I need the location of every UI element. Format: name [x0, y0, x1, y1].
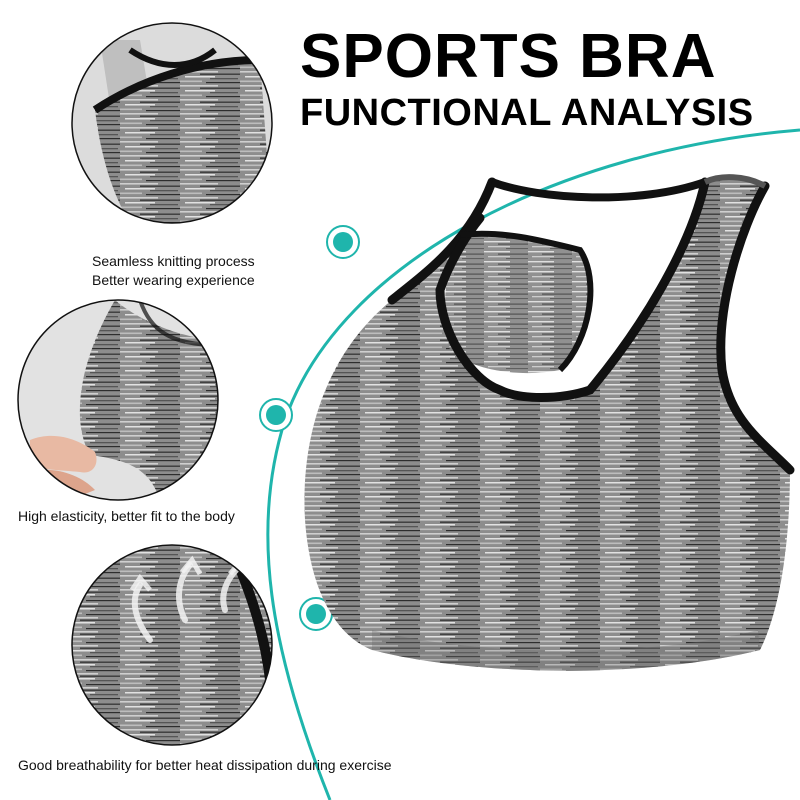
arc-marker-2 [259, 398, 293, 432]
title-line-2: FUNCTIONAL ANALYSIS [300, 92, 754, 134]
feature-text: Good breathability for better heat dissi… [18, 757, 392, 773]
detail-photo-breathability [71, 544, 273, 746]
title-line-1: SPORTS BRA [300, 22, 717, 91]
teal-arc [266, 128, 800, 800]
feature-caption-breathability: Good breathability for better heat dissi… [18, 756, 392, 775]
sports-bra-image [304, 174, 795, 671]
feature-text: High elasticity, better fit to the body [18, 508, 235, 524]
feature-caption-elasticity: High elasticity, better fit to the body [18, 507, 235, 526]
feature-text: Better wearing experience [92, 272, 255, 288]
feature-caption-seamless: Seamless knitting process Better wearing… [92, 252, 255, 290]
page-title: SPORTS BRA FUNCTIONAL ANALYSIS [300, 22, 770, 134]
detail-photo-seamless [71, 22, 273, 224]
feature-text: Seamless knitting process [92, 253, 255, 269]
arc-marker-1 [326, 225, 360, 259]
detail-photo-elasticity [17, 299, 219, 501]
